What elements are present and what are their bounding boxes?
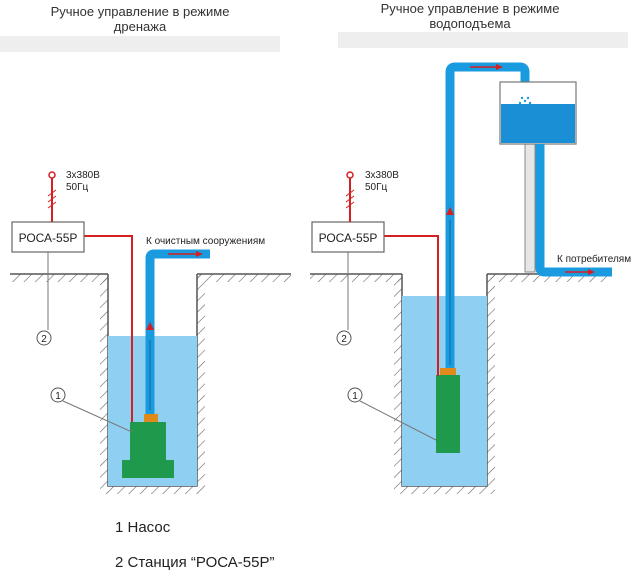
- pump-coupling-right: [440, 368, 456, 376]
- supply-tick-left-3: [47, 201, 57, 209]
- right-scheme: РОСА-55Р 3х380В 50Гц К потребителям 2 1: [310, 62, 631, 494]
- flow-arrow-out-right: [588, 269, 595, 275]
- title-left-line1: Ручное управление в режиме: [50, 4, 230, 19]
- callout-leader-pump-left: [62, 400, 133, 433]
- supply-tick-right-1: [345, 189, 355, 197]
- pump-body-right: [436, 375, 460, 453]
- outlet-pipe-left: [145, 249, 210, 416]
- station-box-right: [311, 221, 385, 253]
- pump-base-left: [122, 460, 174, 478]
- callout-leader-pump-right: [359, 400, 437, 441]
- callout-number-station-left: 2: [41, 334, 47, 345]
- tank-support-a: [524, 143, 536, 273]
- supply-voltage-left: 3х380В: [66, 170, 100, 181]
- callout-number-pump-right: 1: [352, 391, 358, 402]
- station-label-left: РОСА-55Р: [19, 231, 78, 245]
- well-bottom-right: [394, 486, 495, 494]
- well-wall-right-a: [394, 274, 402, 486]
- ground-hatch-left-b: [197, 274, 291, 282]
- callout-circle-station-left: [36, 330, 52, 346]
- supply-tick-right-2: [345, 195, 355, 203]
- ground-hatch-right-a: [310, 274, 402, 282]
- tank-fill-spray: [518, 96, 532, 105]
- ground-hatch-left-a: [10, 274, 108, 282]
- legend-item-station: 2 Станция “РОСА-55Р”: [115, 554, 275, 571]
- title-left: Ручное управление в режиме дренажа: [20, 4, 260, 34]
- flow-arrow-out-left: [196, 251, 203, 257]
- legend-item-pump: 1 Насос: [115, 519, 171, 536]
- callout-number-station-right: 2: [341, 334, 347, 345]
- supply-tick-left-1: [47, 189, 57, 197]
- well-bottom-left: [100, 486, 205, 494]
- supply-tick-left-2: [47, 195, 57, 203]
- supply-voltage-right: 3х380В: [365, 170, 399, 181]
- callout-circle-pump-right: [347, 387, 363, 403]
- flow-arrow-up-right: [446, 207, 454, 215]
- callout-number-pump-left: 1: [55, 391, 61, 402]
- outlet-label-left: К очистным сооружениям: [146, 236, 265, 247]
- title-left-line2: дренажа: [113, 19, 167, 34]
- pump-coupling-left: [144, 414, 158, 422]
- power-cable-left: [84, 235, 133, 422]
- supply-terminal-right: [346, 171, 354, 179]
- well-wall-right-b: [487, 274, 495, 486]
- callout-circle-pump-left: [50, 387, 66, 403]
- ground-hatch-right-b: [487, 274, 607, 282]
- callout-circle-station-right: [336, 330, 352, 346]
- supply-freq-right: 50Гц: [365, 182, 388, 193]
- title-right-line1: Ручное управление в режиме: [380, 1, 560, 16]
- title-underline-right: [338, 32, 628, 48]
- tank-water: [501, 104, 575, 143]
- outlet-label-right: К потребителям: [557, 253, 631, 265]
- well-wall-left-b: [197, 274, 205, 486]
- station-label-right: РОСА-55Р: [319, 231, 378, 245]
- outlet-pipe-right: [535, 144, 612, 277]
- supply-tick-right-3: [345, 201, 355, 209]
- left-scheme: РОСА-55Р 3х380В 50Гц К очистным сооружен…: [10, 170, 291, 494]
- title-right: Ручное управление в режиме водоподъема: [330, 1, 610, 31]
- flow-arrow-up-left: [146, 322, 154, 330]
- title-underline-left: [0, 36, 280, 52]
- flow-arrow-top-right: [496, 64, 503, 70]
- pump-body-left: [130, 422, 166, 462]
- well-wall-left-a: [100, 274, 108, 486]
- title-right-line2: водоподъема: [429, 16, 511, 31]
- supply-freq-left: 50Гц: [66, 182, 89, 193]
- supply-terminal-left: [48, 171, 56, 179]
- power-cable-right: [383, 235, 439, 376]
